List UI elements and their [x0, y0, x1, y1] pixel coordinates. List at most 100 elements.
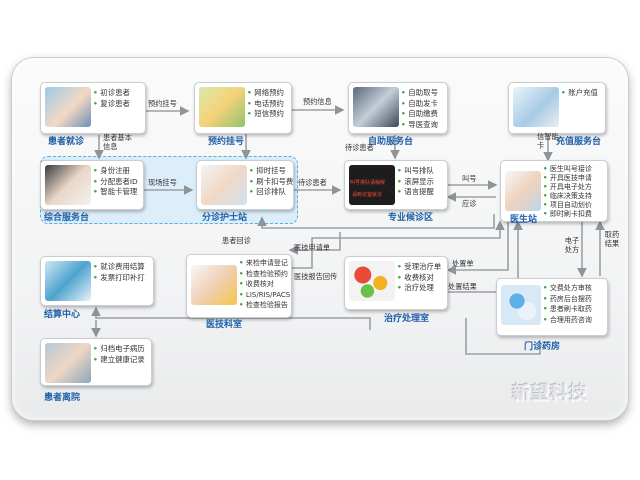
title-nurse-station: 分诊护士站	[202, 213, 248, 223]
doctor-station-item: 项目自动划价	[543, 201, 592, 210]
flow-label-e-prescription: 电子处方	[564, 236, 580, 254]
title-recharge: 充值服务台	[556, 137, 602, 147]
card-general-service: 身份注册 分配患者ID 智能卡管理	[40, 160, 144, 210]
medtech-item: 检查检验报告	[239, 300, 290, 311]
flow-label-appointment-info: 预约信息	[303, 97, 332, 106]
card-discharge: 归档电子病历 建立健康记录	[40, 338, 152, 386]
card-pharmacy: 交费处方审核 药房后台摆药 患者刷卡取药 合理用药咨询	[496, 278, 608, 336]
medicine-image	[501, 285, 541, 325]
flow-label-appointment: 预约挂号	[148, 99, 177, 108]
lab-technician-image	[191, 265, 237, 305]
kiosk-image	[353, 87, 399, 127]
arrow-to-billing	[91, 306, 371, 330]
card-waiting-area: 叫号排队请稍候 请到诊室就诊 叫号排队 滚屏显示 语言提醒	[344, 160, 448, 210]
doctor-station-item: 临床决策支持	[543, 192, 592, 201]
discharge-item: 建立健康记录	[93, 355, 144, 366]
doctor-station-item: 即时刷卡扣费	[543, 210, 592, 219]
pharmacy-item: 药房后台摆药	[543, 294, 592, 305]
self-service-item: 自助缴费	[401, 109, 438, 120]
card-doctor-station: 医生叫号接诊 开具医技申请 开具电子处方 临床决策支持 项目自动划价 即时刷卡扣…	[500, 160, 608, 222]
flow-label-disposal-order: 处置单	[452, 259, 474, 268]
led-screen-line: 请到诊室就诊	[352, 192, 383, 198]
nurse-station-item: 回诊排队	[249, 187, 293, 198]
recharge-item: 账户充值	[561, 88, 598, 99]
title-medtech: 医技科室	[206, 320, 243, 330]
card-self-service: 自助取号 自助发卡 自助缴费 导医查询	[348, 82, 448, 134]
waiting-area-item: 滚屏显示	[397, 177, 434, 188]
pill-capsules-image	[349, 261, 395, 301]
general-service-item: 智能卡管理	[93, 187, 138, 198]
appointment-item: 短信预约	[247, 109, 284, 120]
card-treatment: 受理治疗单 收费核对 治疗处理	[344, 256, 448, 310]
card-nurse-station: 抑时挂号 刷卡扣号费 回诊排队	[196, 160, 294, 210]
flow-label-disposal-result: 处置结果	[448, 282, 477, 291]
led-screen-image: 叫号排队请稍候 请到诊室就诊	[349, 165, 395, 205]
flow-label-credit-card: 信智能卡	[537, 132, 559, 150]
card-terminal-image	[45, 261, 91, 301]
flow-label-call-number: 叫号	[462, 174, 477, 183]
card-billing: 就诊费用结算 发票打印补打	[40, 256, 154, 306]
general-service-item: 身份注册	[93, 166, 138, 177]
appointment-item: 网络预约	[247, 88, 284, 99]
waiting-area-item: 语言提醒	[397, 187, 434, 198]
title-treatment: 治疗处理室	[384, 314, 430, 324]
doctor-station-item: 医生叫号接诊	[543, 165, 592, 174]
flow-label-medtech-report: 医技报告回传	[294, 272, 338, 281]
billing-item: 就诊费用结算	[93, 262, 144, 273]
appointment-item: 电话预约	[247, 99, 284, 110]
patient-family-image	[45, 87, 91, 127]
self-service-item: 自助取号	[401, 88, 438, 99]
led-screen-line: 叫号排队请稍候	[350, 180, 386, 186]
receptionist-image	[45, 165, 91, 205]
medtech-item: 检查检验预约	[239, 269, 290, 280]
arrow-doctor-to-nurse-return	[257, 214, 495, 229]
treatment-item: 受理治疗单	[397, 262, 441, 273]
arrow-doctor-to-treatment	[446, 222, 509, 275]
medtech-item: LIS/RIS/PACS	[239, 290, 290, 301]
doctor-station-item: 开具电子处方	[543, 183, 592, 192]
general-service-item: 分配患者ID	[93, 177, 137, 188]
self-service-item: 导医查询	[401, 120, 438, 131]
pharmacy-item: 合理用药咨询	[543, 315, 592, 326]
flow-label-patient-return: 患者回诊	[222, 236, 251, 245]
title-self-service: 自助服务台	[368, 137, 414, 147]
title-billing: 结算中心	[44, 310, 81, 320]
nurse-station-item: 刷卡扣号费	[249, 177, 293, 188]
elderly-couple-image	[45, 343, 91, 383]
nurse-station-item: 抑时挂号	[249, 166, 293, 177]
doctor-image	[505, 171, 541, 211]
title-waiting-area: 专业候诊区	[388, 213, 434, 223]
title-appointment: 预约挂号	[208, 137, 245, 147]
patient-visit-item: 复诊患者	[93, 99, 130, 110]
card-appointment: 网络预约 电话预约 短信预约	[194, 82, 292, 134]
discharge-item: 归档电子病历	[93, 344, 144, 355]
medtech-item: 来检申请登记	[239, 258, 290, 269]
flow-label-on-site-registration: 现场挂号	[148, 178, 177, 187]
title-doctor-station: 医生站	[510, 215, 538, 225]
arrow-pharmacy-to-billing	[465, 318, 541, 355]
flow-label-waiting-patient-top: 待诊患者	[345, 143, 374, 152]
doctor-station-item: 开具医技申请	[543, 174, 592, 183]
treatment-item: 治疗处理	[397, 283, 441, 294]
title-general-service: 综合服务台	[44, 213, 90, 223]
pharmacy-item: 交费处方审核	[543, 283, 592, 294]
title-pharmacy: 门诊药房	[524, 342, 561, 352]
arrow-medtech-to-doctor	[290, 220, 505, 269]
waiting-area-item: 叫号排队	[397, 166, 434, 177]
title-discharge: 患者离院	[44, 393, 81, 403]
medtech-item: 收费核对	[239, 279, 290, 290]
card-recharge: 账户充值	[508, 82, 606, 134]
treatment-item: 收费核对	[397, 273, 441, 284]
flow-label-waiting-patient-mid: 待诊患者	[298, 178, 327, 187]
self-service-item: 自助发卡	[401, 99, 438, 110]
title-patient-visit: 患者就诊	[48, 137, 85, 147]
pharmacy-item: 患者刷卡取药	[543, 304, 592, 315]
flow-label-medtech-request: 医技申请单	[294, 243, 330, 252]
card-medtech: 来检申请登记 检查检验预约 收费核对 LIS/RIS/PACS 检查检验报告	[186, 254, 292, 318]
appointment-image	[199, 87, 245, 127]
flow-label-patient-basic-info: 患者基本信息	[103, 133, 132, 151]
brand-watermark: 新望科技	[512, 383, 588, 404]
billing-item: 发票打印补打	[93, 273, 144, 284]
nurse-image	[201, 165, 247, 205]
